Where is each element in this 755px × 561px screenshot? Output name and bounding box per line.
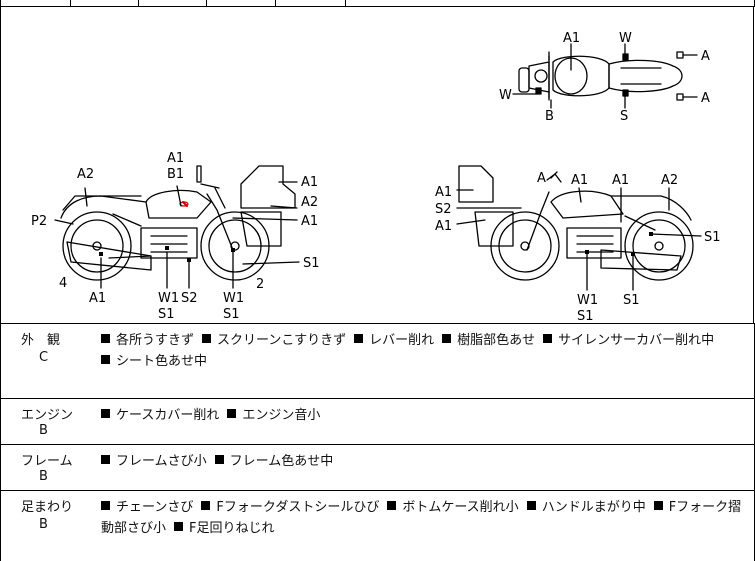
- motorcycle-diagram-svg: A1 W W B S A A: [31, 31, 721, 323]
- right-label: S1: [704, 230, 721, 245]
- left-label: A1: [167, 151, 184, 166]
- top-label: A: [701, 91, 710, 106]
- section-name: 足まわり: [21, 500, 74, 515]
- left-label: A2: [301, 195, 318, 210]
- section-items: ケースカバー削れエンジン音小: [101, 405, 751, 426]
- list-item: レバー削れ: [354, 333, 434, 348]
- right-label: A2: [661, 173, 678, 188]
- section-name: フレーム: [21, 454, 73, 469]
- right-label: S1: [623, 293, 640, 308]
- list-item: F足回りねじれ: [174, 521, 275, 536]
- section-frame: フレーム B フレームさび小フレーム色あせ中: [0, 444, 755, 490]
- left-label: S1: [303, 256, 320, 271]
- top-label: A1: [563, 31, 580, 46]
- section-items: 各所うすきずスクリーンこすりきずレバー削れ樹脂部色あせサイレンサーカバー削れ中シ…: [101, 330, 751, 372]
- section-items: フレームさび小フレーム色あせ中: [101, 451, 751, 472]
- left-label: A1: [301, 214, 318, 229]
- list-item: Fフォークダストシールひび: [201, 500, 379, 515]
- right-view-motorcycle: [456, 165, 702, 291]
- list-item: エンジン音小: [227, 408, 320, 423]
- right-label: A1: [612, 173, 629, 188]
- section-name: エンジン: [21, 408, 74, 423]
- right-label: A1: [571, 173, 588, 188]
- left-label: A1: [89, 291, 106, 306]
- left-view-motorcycle: [54, 165, 300, 289]
- list-item: 樹脂部色あせ: [442, 333, 535, 348]
- left-label: W1: [223, 291, 244, 306]
- list-item: シート色あせ中: [101, 354, 207, 369]
- right-label: A: [537, 171, 546, 186]
- left-label: W1: [158, 291, 179, 306]
- section-exterior: 外 観 C 各所うすきずスクリーンこすりきずレバー削れ樹脂部色あせサイレンサーカ…: [0, 323, 755, 398]
- list-item: フレームさび小: [101, 454, 207, 469]
- top-label: S: [620, 109, 628, 124]
- list-item: スクリーンこすりきず: [202, 333, 346, 348]
- section-engine: エンジン B ケースカバー削れエンジン音小: [0, 398, 755, 444]
- right-label: W1: [577, 293, 598, 308]
- left-label: A2: [77, 167, 94, 182]
- left-label: S1: [223, 307, 240, 322]
- left-label: S2: [181, 291, 198, 306]
- top-view-labels: A1 W W B S A A: [499, 31, 710, 124]
- left-view-labels: A1 B1 A2 P2 A1 A2 A1 S1 4 A1 W1 S1 S2 W1…: [31, 151, 320, 322]
- top-label: A: [701, 49, 710, 64]
- list-item: 各所うすきず: [101, 333, 194, 348]
- list-item: ハンドルまがり中: [526, 500, 646, 515]
- top-view-motorcycle: [512, 43, 698, 109]
- left-label: 2: [256, 277, 264, 292]
- left-label: 4: [59, 276, 67, 291]
- list-item: Fフォーク摺動部さび小: [101, 500, 742, 536]
- section-grade: B: [39, 469, 48, 484]
- section-grade: C: [39, 350, 49, 365]
- list-item: ケースカバー削れ: [101, 408, 219, 423]
- left-label: S1: [158, 307, 175, 322]
- list-item: チェーンさび: [101, 500, 193, 515]
- list-item: フレーム色あせ中: [214, 454, 333, 469]
- section-suspension: 足まわり B チェーンさび Fフォークダストシールひびボトムケース削れ小ハンドルま…: [0, 490, 755, 561]
- section-grade: B: [39, 517, 48, 532]
- right-view-labels: A A1 A1 A2 A1 S2 A1 S1 W1 S1 S1: [435, 171, 721, 323]
- right-label: S2: [435, 202, 452, 217]
- section-grade: B: [39, 423, 48, 438]
- left-label: A1: [301, 175, 318, 190]
- top-label: W: [619, 31, 632, 46]
- right-label: A1: [435, 185, 452, 200]
- top-label: B: [545, 109, 554, 124]
- top-label: W: [499, 88, 512, 103]
- list-item: サイレンサーカバー削れ中: [543, 333, 714, 348]
- right-label: S1: [577, 309, 594, 323]
- damage-diagram: A1 W W B S A A: [0, 6, 754, 323]
- list-item: ボトムケース削れ小: [387, 500, 519, 515]
- left-label: B1: [167, 167, 184, 182]
- left-label: P2: [31, 214, 47, 229]
- right-label: A1: [435, 219, 452, 234]
- section-name: 外 観: [21, 333, 61, 348]
